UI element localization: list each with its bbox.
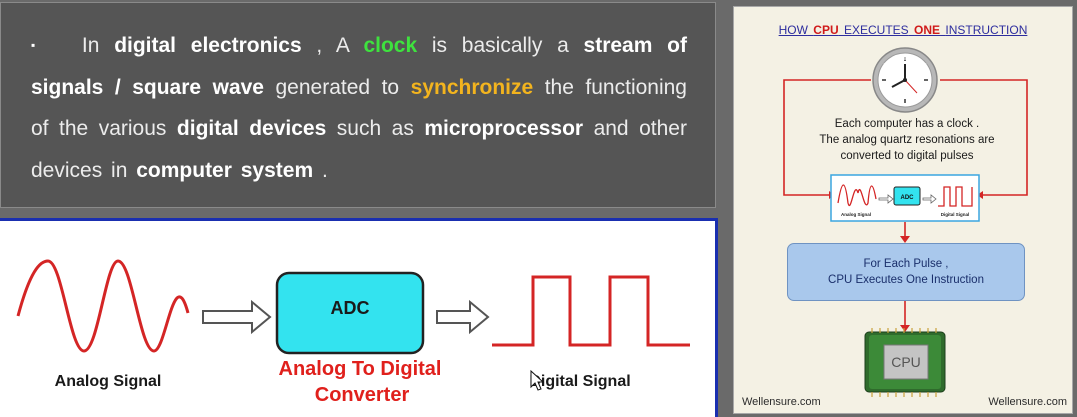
text-fragment: . [321, 158, 328, 182]
text-fragment: such as [336, 117, 414, 140]
mini-analog-label: Analog Signal [841, 212, 871, 217]
pulse-text-line: CPU Executes One Instruction [828, 274, 984, 286]
text-fragment: generated to [275, 75, 400, 99]
keyword-microprocessor: microprocessor [424, 117, 584, 140]
loop-line-right [940, 79, 1028, 196]
text-fragment: and other devices in [31, 117, 687, 182]
pulse-instruction-box: For Each Pulse , CPU Executes One Instru… [787, 243, 1025, 301]
clock-icon [872, 47, 938, 113]
converter-label-line1: Analog To Digital [279, 358, 442, 380]
digital-signal-label: Digital Signal [529, 373, 630, 390]
converter-label-line2: Converter [315, 384, 410, 406]
watermark-right: Wellensure.com [988, 396, 1067, 408]
mini-adc-label: ADC [901, 195, 915, 201]
analog-wave [16, 259, 190, 353]
mini-digital-label: Digital Signal [941, 212, 970, 217]
clock-explanation: Each computer has a clock . The analog q… [784, 116, 1030, 164]
arrow-right-icon [436, 299, 490, 335]
keyword-digital-devices: digital devices [176, 117, 327, 140]
arrow-down-icon [900, 236, 910, 243]
panel-title: HOW CPU EXECUTES ONE INSTRUCTION [734, 23, 1072, 37]
title-word: HOW [778, 23, 808, 37]
keyword-clock: clock [363, 34, 418, 57]
arrow-left-icon [977, 191, 983, 199]
text-fragment: In [81, 34, 100, 57]
analog-signal-label: Analog Signal [55, 373, 162, 390]
keyword-computer-system: computer system [136, 158, 314, 182]
adc-label: ADC [331, 298, 370, 318]
title-word: EXECUTES [843, 23, 909, 37]
arrow-right-icon [202, 299, 272, 335]
digital-wave [492, 275, 690, 347]
keyword-stream-of-signals: stream of signals / square wave [31, 34, 687, 99]
adc-box [275, 271, 425, 355]
keyword-synchronize: synchronize [410, 75, 534, 99]
adc-diagram-panel: Analog Signal ADC Analog To Digital Conv… [0, 218, 718, 417]
text-fragment: the functioning of the various [31, 75, 687, 141]
watermark-left: Wellensure.com [742, 396, 821, 408]
title-word-cpu: CPU [813, 23, 839, 37]
pulse-text-line: For Each Pulse , [863, 258, 949, 270]
bullet-icon: ▪ [31, 38, 42, 52]
title-word-one: ONE [914, 23, 941, 37]
cpu-chip-icon: CPU [864, 328, 946, 397]
arrow-down-icon [900, 325, 910, 332]
cpu-instruction-panel: ADC Analog Signal Digital Signal [733, 6, 1073, 414]
text-fragment: , A [316, 34, 349, 57]
text-fragment: is basically a [431, 34, 569, 57]
title-word: INSTRUCTION [945, 23, 1028, 37]
description-panel: ▪ In digital electronics , A clock is ba… [0, 2, 716, 208]
cpu-flow-diagram: ADC Analog Signal Digital Signal [783, 47, 1028, 397]
clock-text-line: Each computer has a clock . [834, 118, 980, 130]
cpu-label: CPU [891, 354, 921, 370]
description-paragraph: ▪ In digital electronics , A clock is ba… [31, 25, 687, 191]
mini-adc-diagram: ADC Analog Signal Digital Signal [830, 174, 980, 222]
keyword-digital-electronics: digital electronics [114, 34, 302, 57]
mouse-cursor-icon [530, 369, 545, 391]
clock-text-line: The analog quartz resonations are [819, 134, 995, 146]
loop-line-left [783, 79, 871, 196]
clock-text-line: converted to digital pulses [840, 150, 974, 162]
adc-diagram: Analog Signal ADC Analog To Digital Conv… [16, 259, 690, 406]
